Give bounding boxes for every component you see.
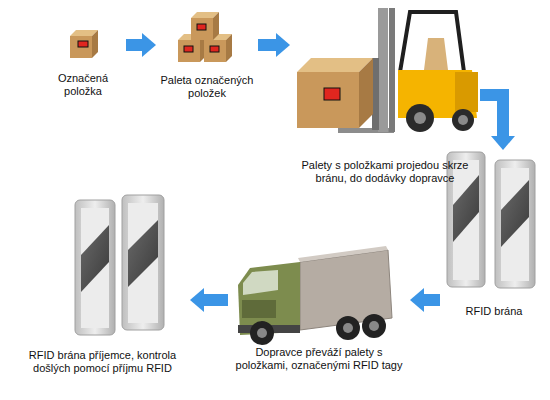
truck-icon-part <box>343 323 353 333</box>
forklift-icon-part <box>359 58 373 128</box>
forklift-icon-part <box>324 88 340 100</box>
forklift-icon-part <box>414 112 426 124</box>
rfid-gate-icon-part <box>501 168 529 281</box>
pallet-icon-part <box>197 24 206 30</box>
forklift-icon-part <box>424 38 448 70</box>
receiver-gate-icon-part <box>81 208 109 328</box>
process-step: RFID brána <box>440 150 548 318</box>
rfid-gate-icon-part <box>453 175 479 242</box>
flow-arrow <box>258 33 290 57</box>
caption-block: Palety s položkami projedou skrze bránu,… <box>300 159 470 185</box>
forklift-icon-part <box>406 104 434 132</box>
caption-block: RFID brána <box>442 305 546 318</box>
pallet-icon-part <box>178 40 200 62</box>
process-step: Paleta označených položek <box>156 10 258 100</box>
pallet-icon-part <box>213 12 219 40</box>
step-caption: Palety s položkami projedou skrze bránu,… <box>300 159 470 185</box>
process-step: Označená položka <box>40 25 126 98</box>
tagged-box-icon-part <box>70 36 92 58</box>
pallet-icon <box>178 12 232 62</box>
tagged-box-icon <box>70 30 98 58</box>
arrow-head <box>276 33 290 57</box>
arrow-shaft <box>126 39 142 51</box>
step-caption: Paleta označených položek <box>157 74 257 100</box>
receiver-gate-icon-part <box>81 225 109 292</box>
step-caption: Dopravce převáží palety s položkami, ozn… <box>228 346 410 372</box>
forklift-icon <box>297 8 478 133</box>
arrow-shaft <box>258 39 276 51</box>
caption-block: RFID brána příjemce, kontrola došlých po… <box>15 349 190 375</box>
process-step: RFID brána příjemce, kontrola došlých po… <box>15 190 190 375</box>
forklift-icon-part <box>389 8 395 132</box>
forklift-icon-part <box>372 58 379 130</box>
caption-block: Paleta označených položek <box>157 74 257 100</box>
receiver-gate-icon-part <box>122 195 164 330</box>
truck-icon-part <box>369 321 379 331</box>
pallet-icon-part <box>191 18 213 40</box>
receiver-gate-icon-part <box>75 200 115 335</box>
truck-icon <box>238 246 392 345</box>
process-step: Palety s položkami projedou skrze bránu,… <box>290 5 480 185</box>
forklift-icon-part <box>455 72 478 112</box>
truck-icon-part <box>257 328 267 338</box>
process-step: Dopravce převáží palety s položkami, ozn… <box>228 245 410 372</box>
pallet-icon-part <box>210 46 219 52</box>
forklift-icon-part <box>378 8 388 132</box>
pallet-icon-part <box>226 34 232 62</box>
flow-arrow <box>480 95 515 150</box>
receiver-gate-icon-part <box>128 220 158 287</box>
arrow-head <box>142 33 156 57</box>
truck-icon-part <box>243 270 278 295</box>
truck-icon-part <box>242 300 276 318</box>
rfid-gate-icon <box>447 152 535 288</box>
arrow-shaft <box>424 294 440 306</box>
arrow-head <box>410 288 424 312</box>
arrow-head <box>190 288 204 312</box>
receiver-gate-icon-part <box>128 203 158 323</box>
pallet-icon-part <box>204 40 226 62</box>
arrow-shaft <box>480 95 503 136</box>
step-caption: RFID brána příjemce, kontrola došlých po… <box>15 349 190 375</box>
rfid-gate-icon-part <box>453 160 479 280</box>
caption-block: Označená položka <box>50 72 116 98</box>
step-caption: RFID brána <box>442 305 546 318</box>
truck-icon-part <box>336 316 360 340</box>
forklift-icon-part <box>400 12 464 72</box>
tagged-box-icon-part <box>92 30 98 58</box>
arrow-shaft <box>204 294 228 306</box>
flow-arrow <box>190 288 228 312</box>
truck-icon-part <box>250 321 274 345</box>
forklift-icon-part <box>297 72 359 128</box>
caption-block: Dopravce převáží palety s položkami, ozn… <box>228 346 410 372</box>
step-caption: Označená položka <box>50 72 116 98</box>
rfid-gate-icon-part <box>501 180 529 247</box>
rfid-gate-icon-part <box>495 160 535 288</box>
truck-icon-part <box>362 314 386 338</box>
forklift-icon-part <box>458 115 468 125</box>
arrow-head <box>491 136 515 150</box>
tagged-box-icon-part <box>78 41 88 47</box>
flow-arrow <box>126 33 156 57</box>
forklift-icon-part <box>452 109 474 131</box>
pallet-icon-part <box>184 46 193 52</box>
truck-icon-part <box>298 246 388 262</box>
receiver-gate-icon <box>75 195 164 335</box>
flow-arrow <box>410 288 440 312</box>
